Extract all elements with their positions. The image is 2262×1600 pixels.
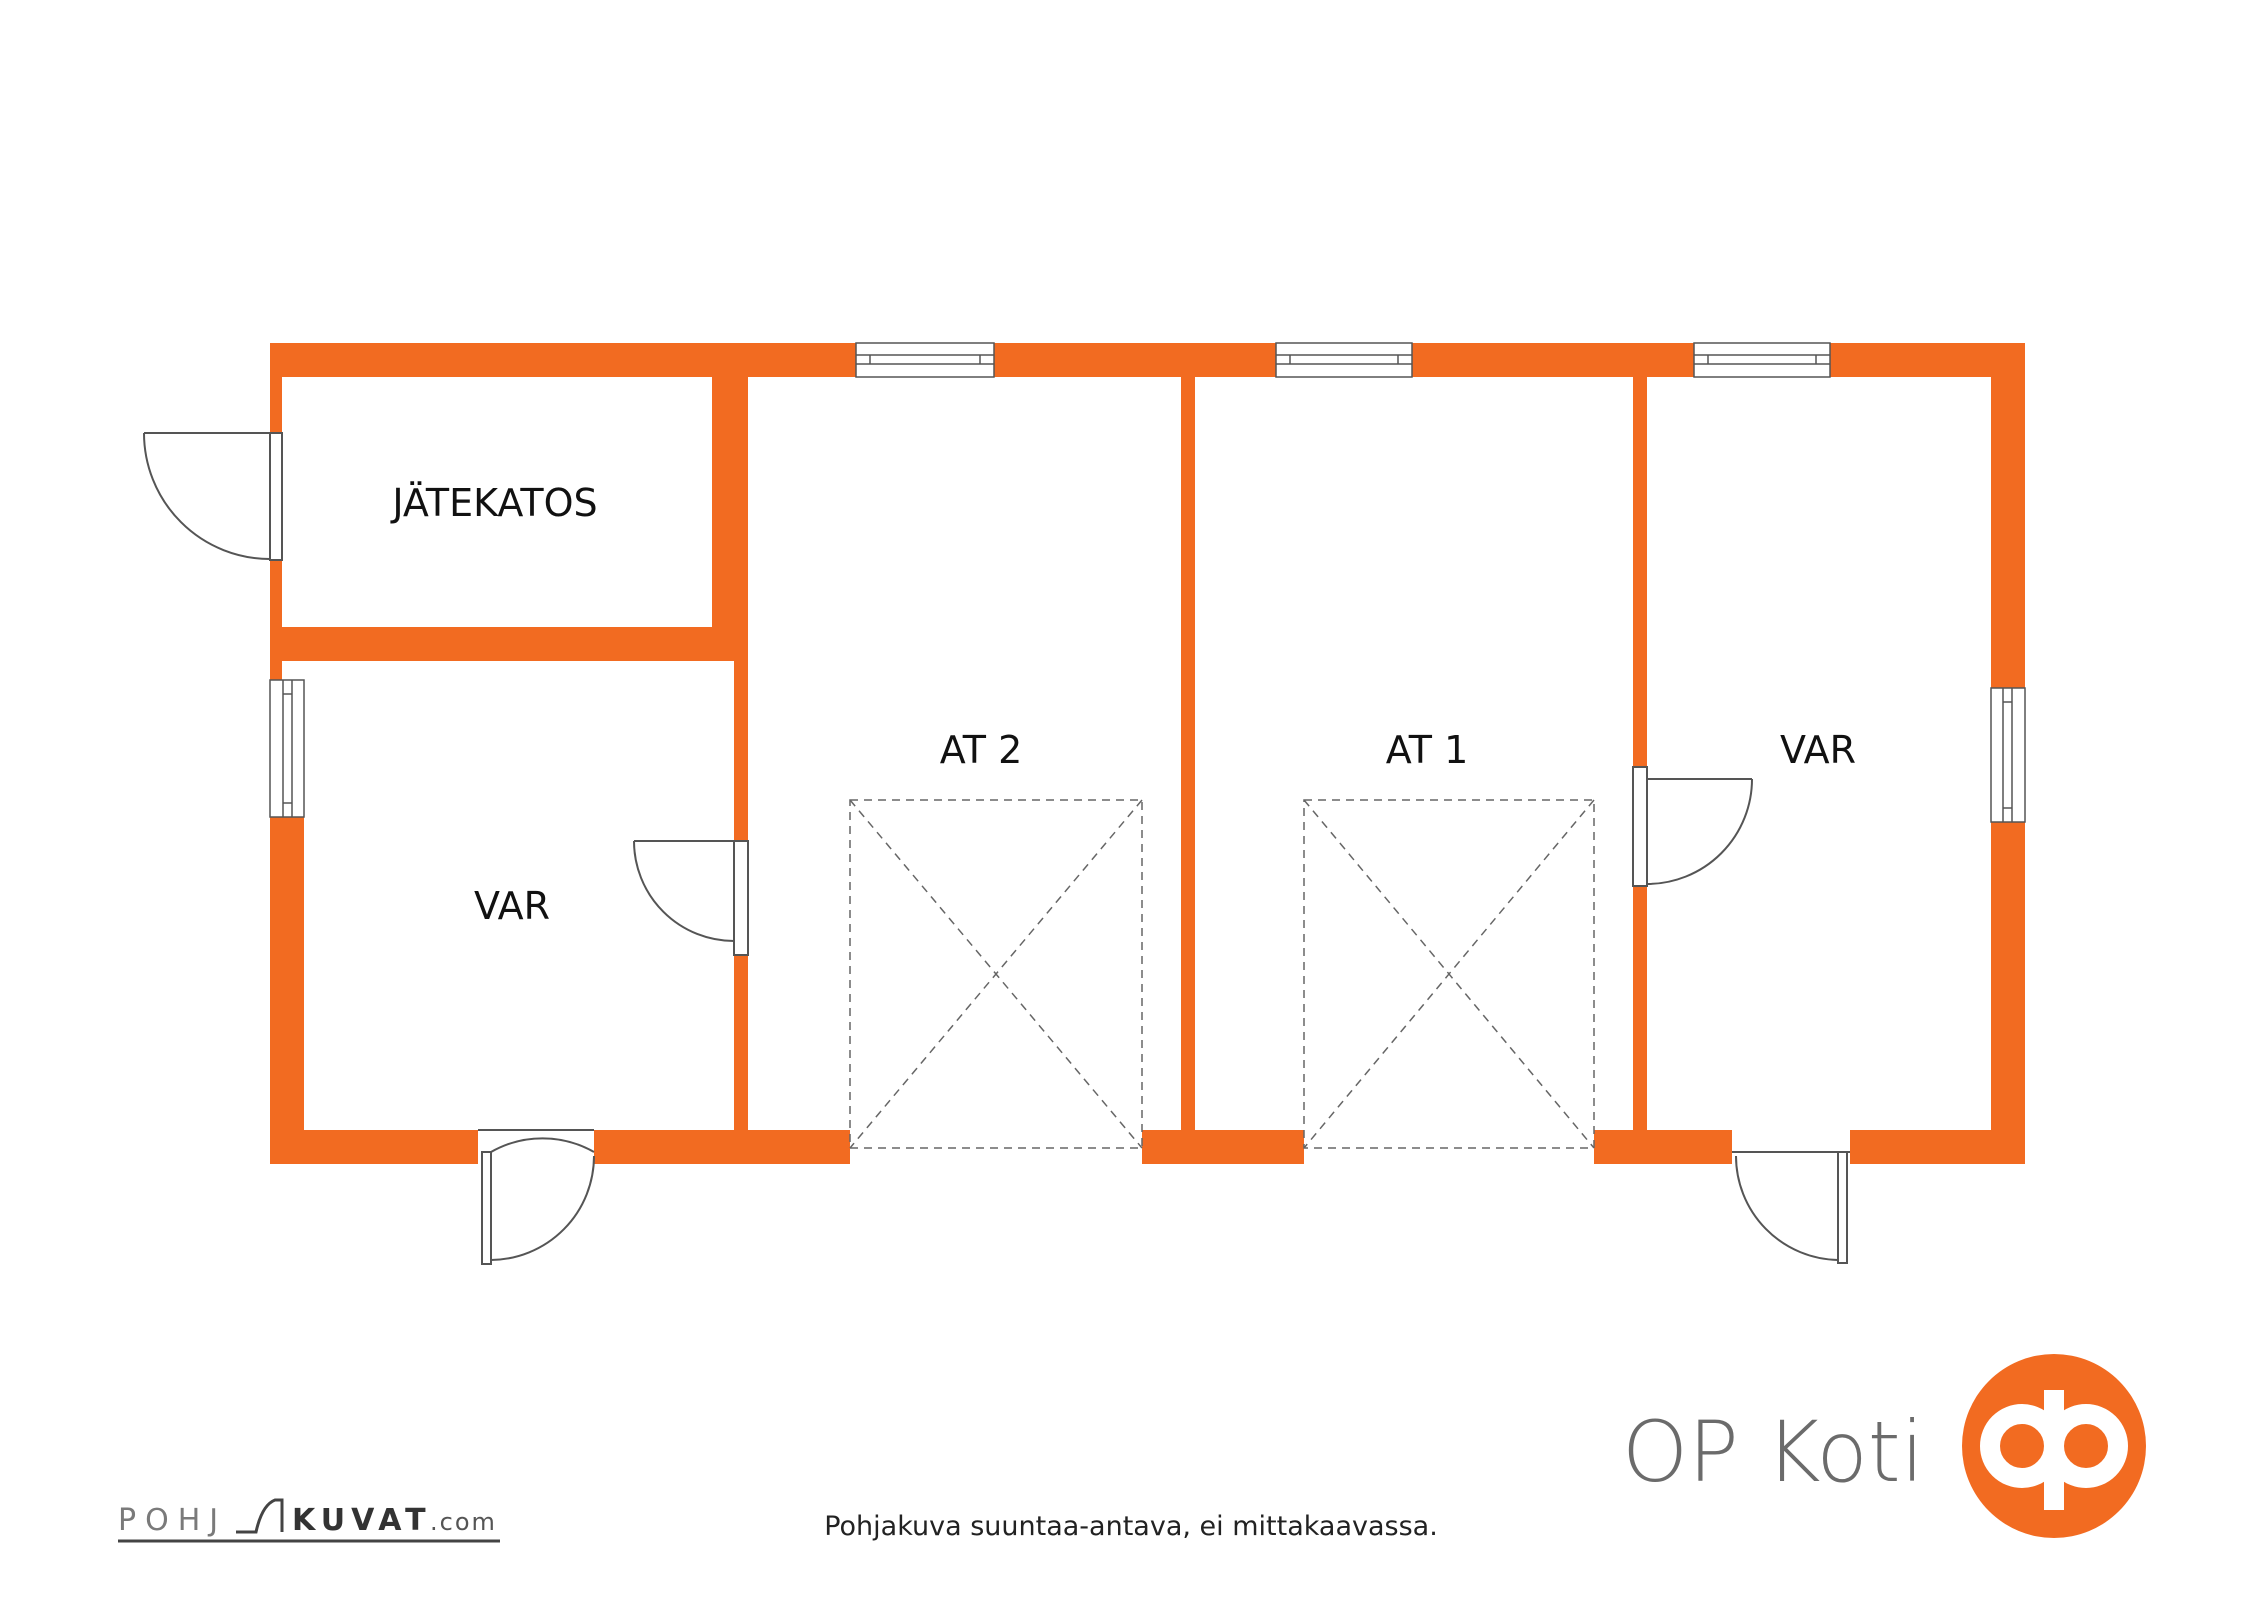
wall-bottom-2 [594,1130,850,1164]
wall-var-right-left-2 [1633,886,1647,1130]
wall-right-2 [1991,822,2025,1164]
wall-at-partition [1181,377,1195,1130]
door-var-right-bottom [1732,1151,1850,1264]
doors [143,432,1850,1265]
door-jatekatos [143,432,283,561]
pohjakuvat-logo-part1: POHJ [118,1503,227,1538]
wall-var-left-right-1 [734,661,748,841]
garage-door-at1 [1303,799,1595,1149]
garage-door-at2 [849,799,1143,1149]
room-label-var-left: VAR [474,884,550,928]
garage-openings [849,799,1595,1149]
windows [269,342,2026,823]
brand-name: OP Koti [1622,1403,1924,1501]
wall-jatekatos-bottom [270,627,748,661]
walls [270,343,2025,1164]
disclaimer-caption: Pohjakuva suuntaa-antava, ei mittakaavas… [824,1511,1438,1542]
wall-top-1 [270,343,856,377]
pohjakuvat-logo-part3: .com [430,1508,497,1536]
wall-bottom-5 [1850,1130,2025,1164]
wall-right-1 [1991,343,2025,688]
wall-top-3 [1412,343,1694,377]
room-label-at2: AT 2 [940,728,1023,772]
op-logo-icon [1962,1354,2146,1538]
wall-top-2 [994,343,1276,377]
door-var-right [1632,766,1753,887]
wall-bottom-3 [1142,1130,1304,1164]
door-var-left [633,840,749,956]
room-label-at1: AT 1 [1386,728,1469,772]
wall-jatekatos-right [712,343,748,661]
window-right [1990,687,2026,823]
window-left [269,679,305,818]
room-label-var-right: VAR [1780,728,1856,772]
wall-var-right-left-1 [1633,377,1647,767]
wall-left-1 [270,343,282,433]
window-top-1 [855,342,995,378]
wall-bottom-1 [270,1130,478,1164]
wall-left-2 [270,560,282,680]
wall-bottom-4 [1594,1130,1732,1164]
pohjakuvat-logo-part2: KUVAT [292,1503,432,1538]
wall-left-3 [270,817,304,1164]
wall-var-left-right-2 [734,955,748,1130]
room-label-jatekatos: JÄTEKATOS [390,481,597,525]
door-var-left-bottom [478,1129,595,1265]
pohjakuvat-logo: POHJ KUVAT .com [118,1498,500,1543]
window-top-3 [1693,342,1831,378]
window-top-2 [1275,342,1413,378]
